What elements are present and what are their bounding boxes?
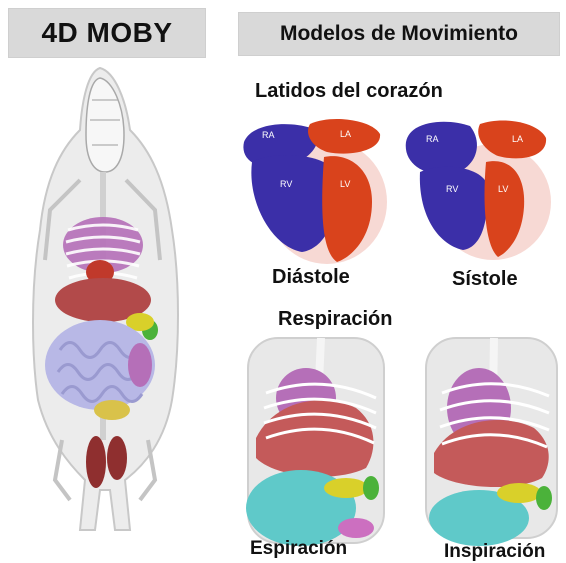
rv-label: RV bbox=[446, 184, 458, 194]
la-label: LA bbox=[512, 134, 523, 144]
spleen bbox=[536, 486, 552, 510]
diastole-caption: Diástole bbox=[272, 266, 350, 289]
moby-pancreas bbox=[94, 400, 130, 420]
inspiration-caption: Inspiración bbox=[444, 541, 545, 563]
moby-title-box: 4D MOBY bbox=[8, 8, 206, 58]
ra-label: RA bbox=[262, 130, 275, 140]
lv-label: LV bbox=[340, 179, 350, 189]
stomach bbox=[497, 483, 541, 503]
heartbeat-section-title: Latidos del corazón bbox=[255, 80, 443, 103]
colon bbox=[338, 518, 374, 538]
stomach bbox=[324, 478, 368, 498]
la-label: LA bbox=[340, 129, 351, 139]
right-ventricle bbox=[420, 167, 487, 250]
right-atrium bbox=[406, 122, 477, 175]
rv-label: RV bbox=[280, 179, 292, 189]
moby-title: 4D MOBY bbox=[41, 17, 172, 49]
lv-label: LV bbox=[498, 184, 508, 194]
expiration-caption: Espiración bbox=[250, 538, 347, 560]
heart-diastole-figure: RA LA RV LV bbox=[232, 112, 392, 267]
inspiration-figure bbox=[424, 338, 559, 538]
ra-label: RA bbox=[426, 134, 439, 144]
motion-models-title: Modelos de Movimiento bbox=[280, 22, 518, 46]
spleen bbox=[363, 476, 379, 500]
moby-phantom-figure bbox=[0, 60, 215, 560]
heart-systole-figure: RA LA RV LV bbox=[398, 112, 558, 267]
respiration-section-title: Respiración bbox=[278, 308, 392, 331]
systole-caption: Sístole bbox=[452, 268, 518, 291]
expiration-figure bbox=[246, 338, 386, 543]
moby-colon bbox=[128, 343, 152, 387]
moby-bladder bbox=[86, 436, 106, 488]
motion-models-title-box: Modelos de Movimiento bbox=[238, 12, 560, 56]
